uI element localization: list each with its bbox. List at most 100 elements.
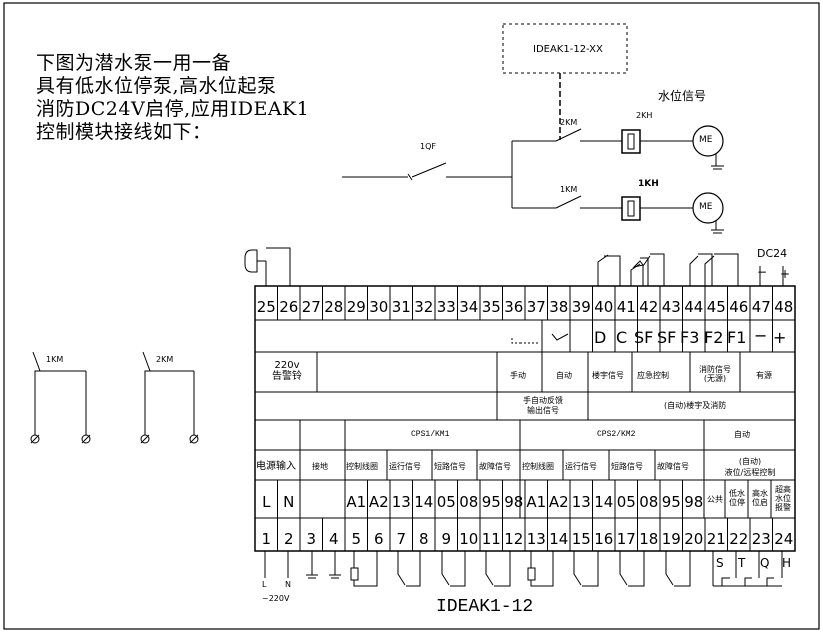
short-signal-label: 短路信号 [611, 462, 643, 471]
top-code: D [594, 328, 607, 347]
relay-2kh-label: 2KH [636, 111, 653, 120]
dc-minus: − [757, 265, 768, 279]
auto-label: 自动 [556, 371, 572, 380]
ctrl-coil-label: 控制线圈 [346, 462, 378, 471]
alarm-label: 220v 告警铃 [272, 360, 302, 382]
bottom-terminal-number: 7 [396, 530, 407, 548]
top-terminal-number: 38 [549, 298, 569, 316]
top-terminal-number: 27 [301, 298, 321, 316]
bottom-terminal-number: 3 [306, 530, 317, 548]
top-code: SF [657, 328, 677, 347]
high-start-label: 高水 位启 [752, 489, 768, 507]
bottom-terminal-code: 14 [414, 493, 434, 511]
manual-label: 手动 [510, 371, 526, 380]
top-terminal-number: 42 [639, 298, 659, 316]
top-terminal-number: 31 [391, 298, 411, 316]
level-switch-letter: Q [760, 556, 770, 570]
bottom-terminal-number: 16 [594, 530, 614, 548]
fire-signal-label: 消防信号 (无源) [699, 365, 731, 383]
bottom-terminal-code: A2 [548, 493, 569, 511]
top-terminal-number: 46 [729, 298, 749, 316]
top-terminal-number: 29 [346, 298, 366, 316]
bottom-terminal-number: 13 [526, 530, 546, 548]
bottom-terminal-code: 05 [436, 493, 456, 511]
fault-signal-label: 故障信号 [657, 462, 689, 471]
bottom-terminal-number: 19 [661, 530, 681, 548]
bottom-terminal-code: 98 [504, 493, 524, 511]
contactor-2km-label: 2KM [560, 118, 578, 127]
top-terminal-number: 25 [256, 298, 276, 316]
module-name: IDEAK1-12 [436, 597, 534, 617]
auto-building-fire-label: (自动)楼宇及消防 [664, 401, 727, 410]
ctrl-coil-label: 控制线圈 [522, 462, 554, 471]
bottom-terminal-number: 21 [706, 530, 726, 548]
bottom-terminal-code: 05 [616, 493, 636, 511]
auto-header-label: 自动 [734, 430, 750, 439]
top-terminal-number: 30 [369, 298, 389, 316]
top-terminal-number: 47 [751, 298, 771, 316]
top-terminal-number: 33 [436, 298, 456, 316]
bottom-terminal-number: 10 [459, 530, 479, 548]
level-switch-letter: T [738, 556, 746, 570]
top-terminal-number: 26 [279, 298, 299, 316]
relay-1kh-label: 1KH [638, 179, 659, 189]
cps2-label: CPS2/KM2 [597, 430, 636, 439]
intro-line: 具有低水位停泵,高水位起泵 [36, 75, 277, 97]
run-signal-label: 运行信号 [389, 462, 421, 471]
top-code: F3 [680, 328, 700, 347]
fault-signal-label: 故障信号 [479, 462, 511, 471]
cps1-label: CPS1/KM1 [411, 430, 450, 439]
powered-label: 有源 [756, 371, 772, 380]
bottom-terminal-code: 14 [594, 493, 614, 511]
top-code: C [616, 328, 628, 347]
bottom-terminal-code: 08 [459, 493, 479, 511]
bottom-terminal-code: N [283, 493, 295, 511]
ground-label: 接地 [312, 462, 328, 471]
contactor-1km-label: 1KM [560, 185, 578, 194]
motor-label: ME [699, 202, 713, 212]
module-box-label: IDEAK1-12-XX [533, 44, 603, 55]
bottom-terminal-code: A2 [368, 493, 389, 511]
top-terminal-number: 44 [684, 298, 704, 316]
bottom-terminal-code: L [262, 493, 271, 511]
bottom-terminal-number: 12 [504, 530, 524, 548]
bottom-terminal-code: 08 [639, 493, 659, 511]
supply-l-label: L [262, 580, 267, 589]
short-signal-label: 短路信号 [434, 462, 466, 471]
dc24-label: DC24 [757, 247, 788, 260]
common-label: 公共 [707, 495, 723, 504]
top-code: F2 [704, 328, 724, 347]
top-terminal-number: 39 [571, 298, 591, 316]
bottom-terminal-code: 13 [571, 493, 591, 511]
top-terminal-number: 32 [414, 298, 434, 316]
level-switch-letter: S [716, 556, 724, 570]
top-terminal-number: 41 [616, 298, 636, 316]
intro-line: 消防DC24V启停,应用IDEAK1 [36, 98, 310, 120]
intro-line: 控制模块接线如下： [36, 121, 212, 143]
top-terminal-number: 34 [459, 298, 479, 316]
bottom-terminal-code: A1 [526, 493, 547, 511]
emergency-control-label: 应急控制 [637, 371, 669, 380]
top-terminal-number: 36 [504, 298, 524, 316]
bottom-terminal-number: 9 [441, 530, 452, 548]
bottom-terminal-code: 98 [684, 493, 704, 511]
coil-1km-label: 1KM [46, 355, 64, 364]
top-terminal-number: 28 [324, 298, 344, 316]
intro-text: 下图为潜水泵一用一备 具有低水位停泵,高水位起泵 消防DC24V启停,应用IDE… [36, 52, 309, 144]
bottom-terminal-number: 20 [684, 530, 704, 548]
bottom-terminal-number: 14 [549, 530, 569, 548]
bottom-terminal-number: 1 [261, 530, 272, 548]
bottom-terminal-number: 24 [774, 530, 794, 548]
bottom-terminal-number: 15 [571, 530, 591, 548]
top-terminal-number: 37 [526, 298, 546, 316]
feedback-label: 手自动反馈 输出信号 [523, 396, 563, 415]
bottom-terminal-number: 18 [639, 530, 659, 548]
level-switch-letter: H [782, 556, 792, 570]
top-terminal-number: 48 [774, 298, 794, 316]
low-stop-label: 低水 位停 [729, 489, 745, 507]
top-code: SF [634, 328, 654, 347]
top-terminal-number: 35 [481, 298, 501, 316]
bottom-terminal-number: 23 [751, 530, 771, 548]
